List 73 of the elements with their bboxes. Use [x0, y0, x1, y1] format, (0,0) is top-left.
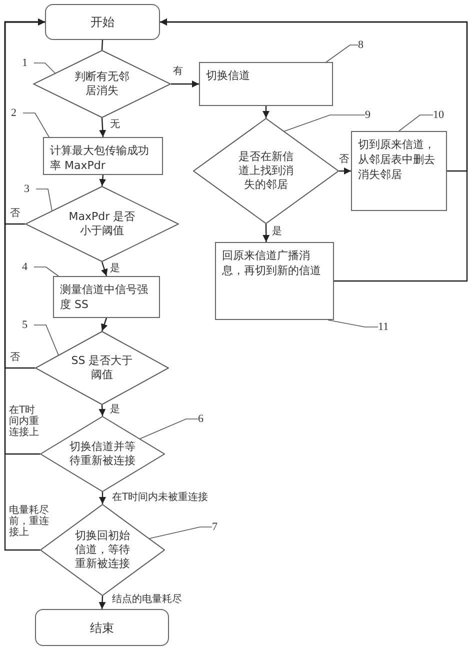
step-text: 计算最大包传输成功率 MaxPdr [50, 143, 150, 173]
edge-label: 电量耗尽前，重连接上 [9, 505, 51, 538]
terminal-box [45, 4, 160, 40]
step-text: MaxPdr 是否小于阈值 [68, 210, 136, 238]
process-box [43, 137, 163, 175]
arrow [100, 318, 108, 332]
arrow [160, 18, 468, 282]
step-text: 回原来信道广播消息，再切到新的信道 [222, 248, 322, 278]
callout-number: 9 [365, 108, 370, 122]
step-text: 切到原来信道，从邻居表中删去消失邻居 [358, 137, 436, 182]
decision-diamond [33, 50, 171, 118]
leader-line [328, 320, 378, 328]
arrow [98, 404, 106, 416]
process-box [351, 131, 447, 211]
process-box [215, 242, 334, 320]
leader-line [398, 114, 434, 132]
decision-diamond [193, 118, 339, 224]
step-text: 切换信道 [206, 68, 251, 83]
process-box [53, 276, 160, 318]
step-text: 是否在新信道上找到消失的邻居 [238, 150, 294, 192]
step-text: 开始 [90, 14, 114, 31]
decision-diamond [40, 416, 165, 492]
edge-label: 是 [110, 263, 120, 274]
callout-number: 7 [212, 520, 218, 534]
terminal-box [35, 609, 169, 646]
decision-diamond [25, 186, 179, 262]
callout-number: 3 [24, 182, 30, 196]
edge-label: 否 [10, 208, 20, 219]
arrow [99, 492, 106, 504]
edge-label: 结点的电量耗尽 [112, 594, 182, 605]
callout-number: 1 [22, 56, 28, 70]
arrow [4, 18, 45, 551]
callout-number: 11 [378, 320, 389, 334]
callout-number: 5 [22, 318, 28, 332]
leader-line [148, 526, 212, 539]
arrow [171, 80, 199, 88]
arrow [262, 224, 270, 242]
arrow [101, 262, 108, 276]
leader-line [34, 62, 56, 74]
arrow [339, 168, 351, 174]
edge-label: 在T时间内重连接上 [9, 405, 41, 438]
step-text: 切换信道并等待重新被连接 [68, 440, 136, 468]
leader-line [34, 324, 59, 356]
connector-line [101, 40, 104, 50]
step-text: SS 是否大于阈值 [71, 354, 133, 382]
arrow [98, 596, 106, 610]
leader-line [34, 266, 59, 276]
edge-label: 无 [110, 119, 120, 130]
callout-number: 4 [22, 260, 28, 274]
decision-diamond [35, 331, 169, 405]
callout-number: 2 [11, 106, 16, 120]
leader-line [140, 418, 198, 440]
callout-number: 6 [198, 412, 204, 426]
edge-label: 否 [339, 154, 349, 165]
leader-line [22, 112, 50, 138]
edge-label: 在T时间内未被重连接 [112, 492, 208, 503]
process-box [199, 62, 333, 106]
leader-line [284, 114, 366, 132]
edge-label: 有 [173, 66, 183, 77]
edge-label: 是 [272, 226, 282, 237]
leader-line [326, 44, 358, 62]
leader-line [36, 188, 52, 212]
callout-number: 8 [358, 38, 364, 52]
step-text: 结束 [90, 620, 114, 636]
step-text: 判断有无邻居消失 [74, 70, 130, 98]
edge-label: 否 [10, 352, 20, 363]
arrow [99, 174, 106, 186]
arrow [262, 106, 270, 118]
arrow [99, 118, 106, 138]
edge-label: 是 [110, 404, 120, 415]
step-text: 测量信道中信号强度 SS [60, 282, 149, 312]
step-text: 切换回初始信道，等待重新被连接 [74, 529, 131, 571]
callout-number: 10 [433, 108, 444, 122]
